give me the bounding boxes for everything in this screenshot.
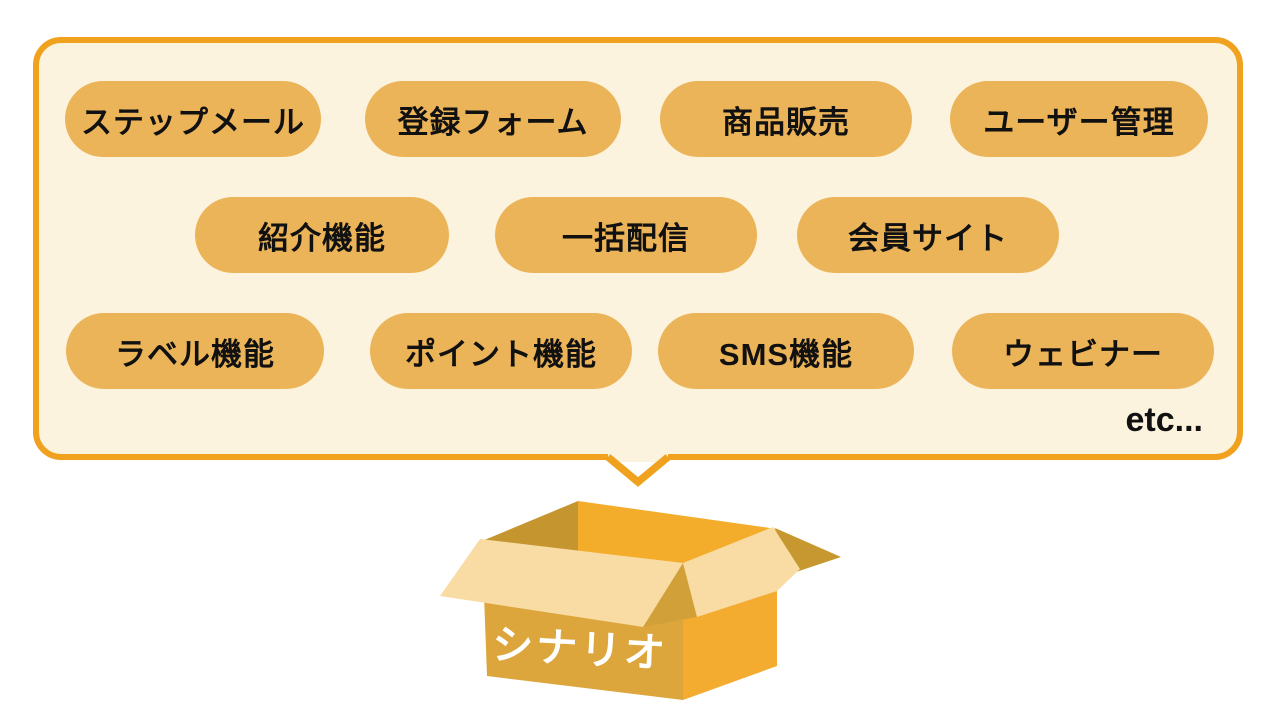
feature-pill-bulk-delivery: 一括配信: [495, 197, 757, 273]
box-interior-left-wall: [482, 501, 578, 551]
feature-bubble: ステップメール 登録フォーム 商品販売 ユーザー管理 紹介機能 一括配信 会員サ…: [33, 37, 1243, 460]
box-front-right-flap: [683, 527, 800, 617]
box-interior-right-wall: [578, 501, 777, 563]
scenario-box: シナリオ: [440, 501, 841, 700]
feature-pill-point: ポイント機能: [370, 313, 632, 389]
feature-pill-webinar: ウェビナー: [952, 313, 1214, 389]
box-corner-shadow: [643, 563, 697, 627]
feature-pill-register-form: 登録フォーム: [365, 81, 621, 157]
feature-pill-user-management: ユーザー管理: [950, 81, 1208, 157]
box-front-left-flap: [440, 539, 683, 627]
bubble-tail-fill: [608, 448, 668, 462]
etc-label: etc...: [1125, 401, 1203, 439]
feature-pill-sms: SMS機能: [658, 313, 914, 389]
feature-pill-referral: 紹介機能: [195, 197, 449, 273]
scenario-box-label: シナリオ: [491, 621, 669, 676]
bubble-tail: [605, 448, 671, 487]
feature-pill-label: ラベル機能: [66, 313, 324, 389]
feature-pill-member-site: 会員サイト: [797, 197, 1059, 273]
feature-pill-step-mail: ステップメール: [65, 81, 321, 157]
feature-pill-product-sales: 商品販売: [660, 81, 912, 157]
bubble-tail-stroke: [605, 454, 671, 487]
